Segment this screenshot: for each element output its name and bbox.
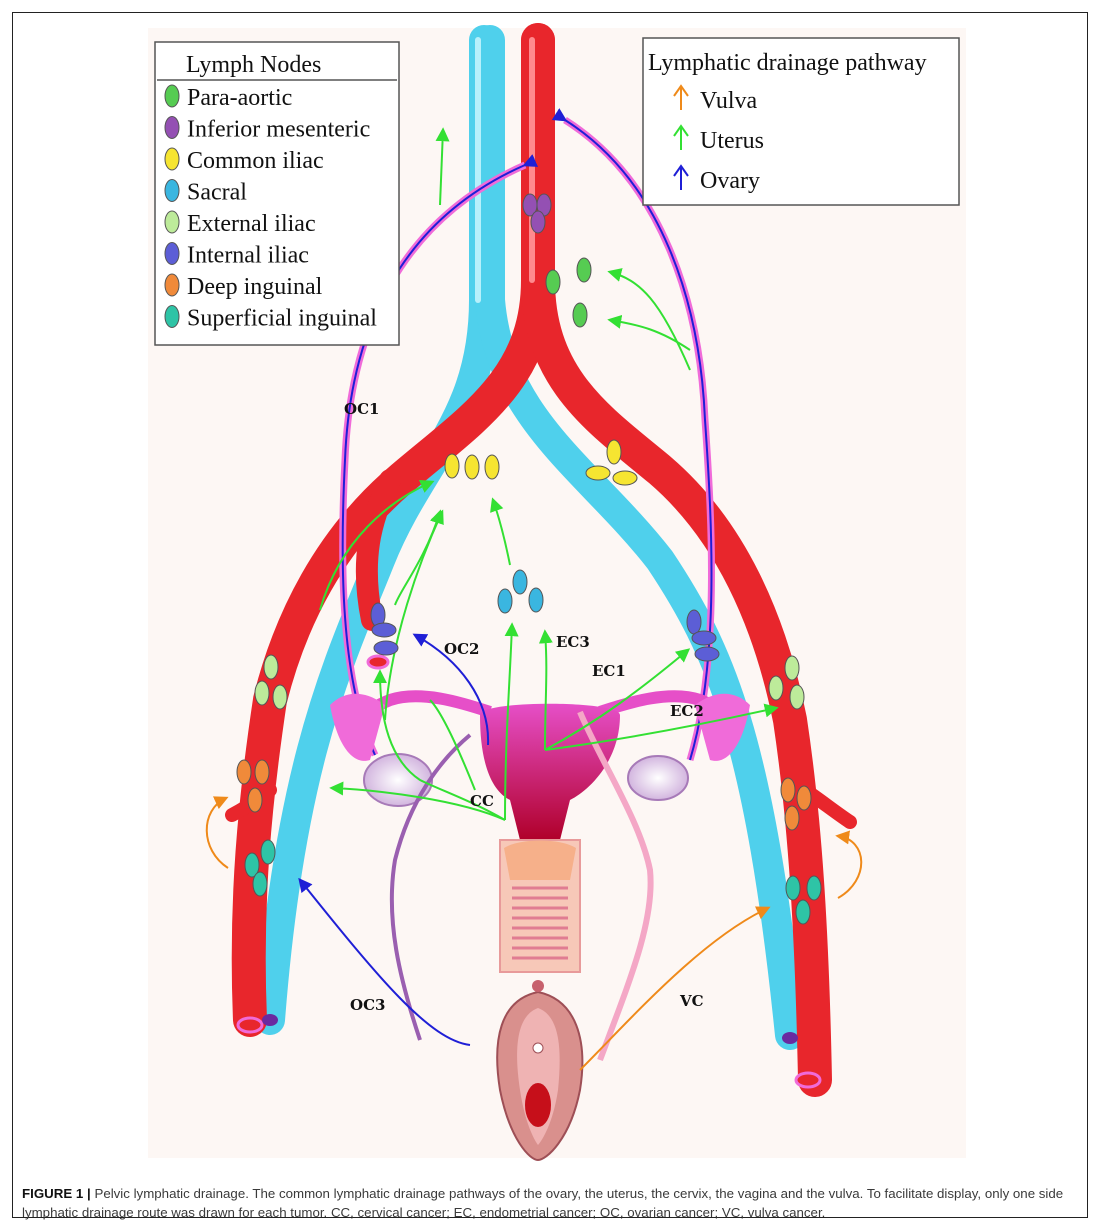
- label-oc3: OC3: [350, 996, 385, 1014]
- legend-node-swatch: [165, 85, 179, 107]
- vagina: [500, 840, 580, 972]
- label-ec3: EC3: [556, 633, 590, 651]
- lymph-nodes-legend-title: Lymph Nodes: [186, 52, 321, 78]
- legend-node-swatch: [165, 180, 179, 202]
- pelvic-lymphatic-diagram: OC1 OC2 OC3 EC1 EC2 EC3 CC VC Lymph Node…: [0, 0, 1100, 1180]
- legend-node-label: Sacral: [187, 180, 247, 206]
- legend-node-swatch: [165, 211, 179, 233]
- legend-pathway-label: Ovary: [700, 168, 760, 194]
- legend-pathway-label: Uterus: [700, 128, 764, 154]
- legend-pathway-label: Vulva: [700, 88, 758, 114]
- label-oc2: OC2: [444, 640, 479, 658]
- legend-node-swatch: [165, 148, 179, 170]
- legend-node-swatch: [165, 117, 179, 139]
- legend-node-label: Superficial inguinal: [187, 306, 377, 332]
- legend-node-swatch: [165, 243, 179, 265]
- legend-node-swatch: [165, 274, 179, 296]
- label-ec1: EC1: [592, 662, 626, 680]
- label-oc1: OC1: [344, 400, 379, 418]
- label-cc: CC: [470, 792, 494, 810]
- legend-node-label: Common iliac: [187, 148, 324, 174]
- legend-node-label: Inferior mesenteric: [187, 117, 370, 143]
- label-ec2: EC2: [670, 702, 704, 720]
- label-vc: VC: [679, 992, 704, 1010]
- figure-caption: FIGURE 1 | Pelvic lymphatic drainage. Th…: [22, 1184, 1086, 1222]
- legend-node-label: Internal iliac: [187, 243, 309, 269]
- legend-node-swatch: [165, 306, 179, 328]
- caption-prefix: FIGURE 1 |: [22, 1186, 91, 1201]
- pathway-legend-title: Lymphatic drainage pathway: [648, 50, 927, 76]
- caption-text: Pelvic lymphatic drainage. The common ly…: [22, 1186, 1063, 1220]
- legend-node-label: External iliac: [187, 211, 316, 237]
- legend-node-label: Para-aortic: [187, 85, 292, 111]
- legend-node-label: Deep inguinal: [187, 274, 323, 300]
- pathway-legend: Lymphatic drainage pathway VulvaUterusOv…: [643, 38, 959, 205]
